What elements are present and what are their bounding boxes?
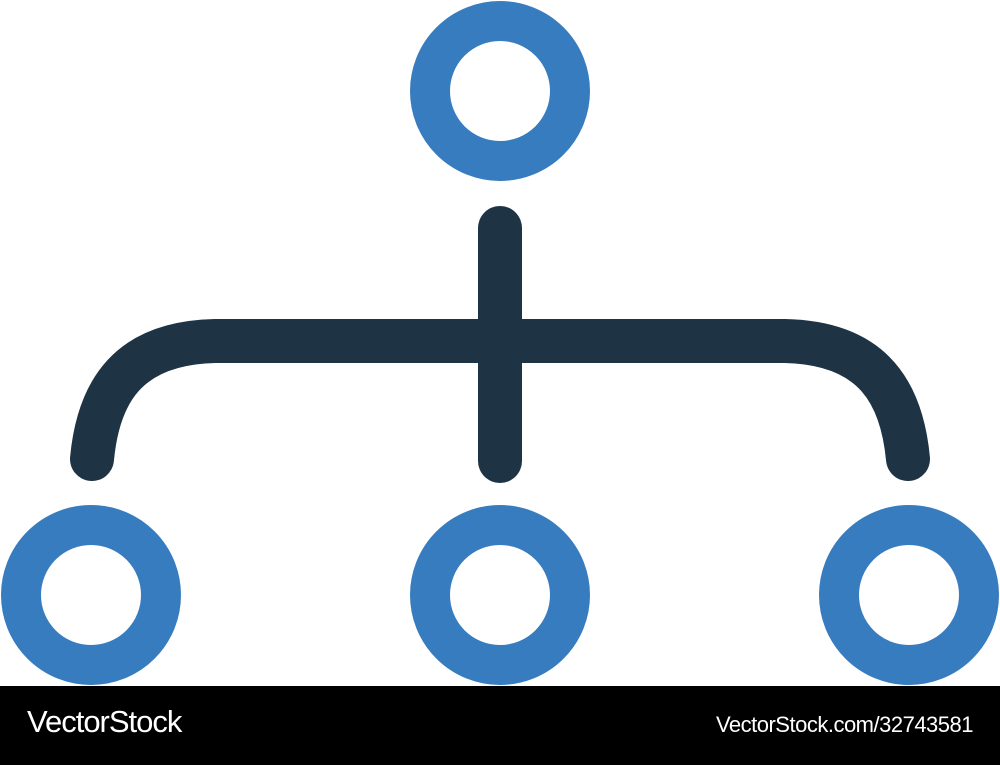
connector-lines (70, 206, 930, 483)
top-node (410, 1, 590, 181)
brand-logo: VectorStock (27, 704, 182, 739)
watermark-footer: VectorStock VectorStock.com/32743581 (0, 686, 1000, 765)
bottom-center-node (410, 505, 590, 685)
hierarchy-icon (1, 1, 999, 685)
image-reference: VectorStock.com/32743581 (715, 712, 974, 737)
horizontal-branch (70, 319, 930, 481)
bottom-left-node (1, 505, 181, 685)
bottom-right-node (819, 505, 999, 685)
